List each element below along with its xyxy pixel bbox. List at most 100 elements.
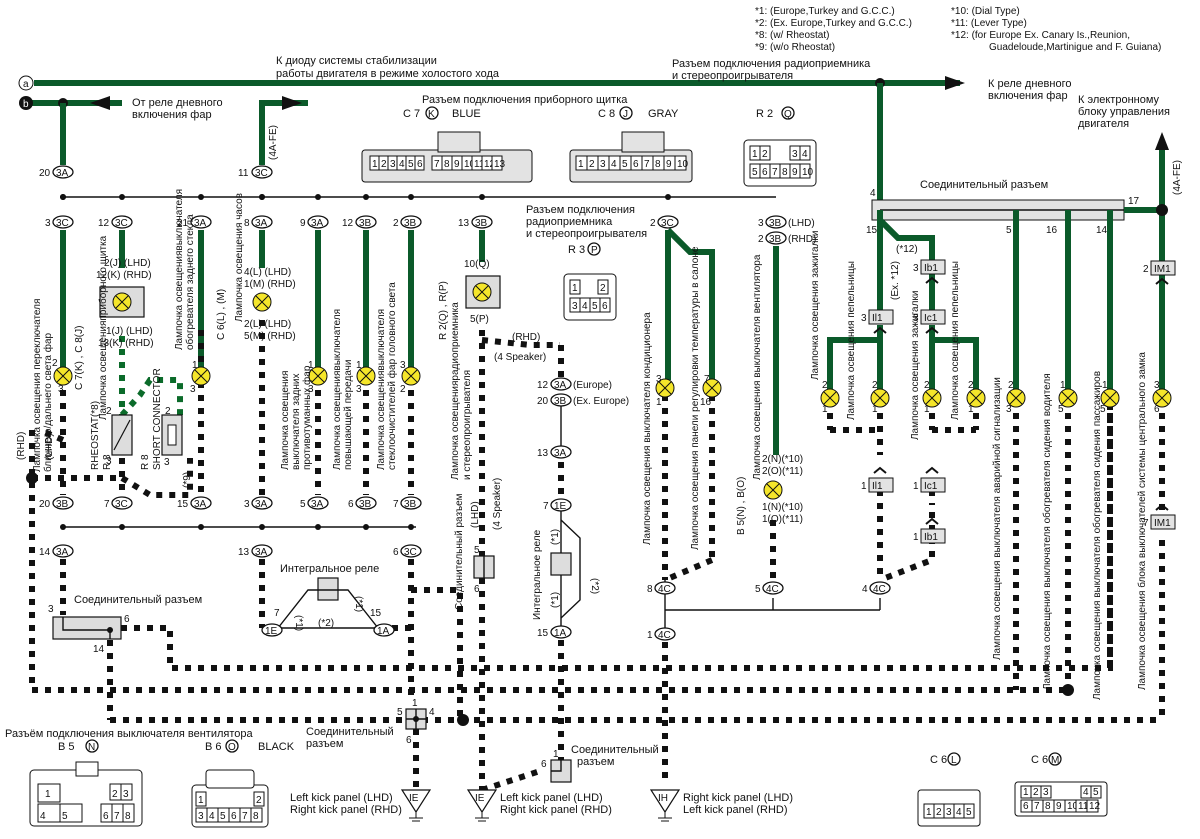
junction-pin: 20 bbox=[39, 499, 51, 510]
pin-number: 7 bbox=[114, 811, 120, 822]
inline-pin: 1 bbox=[913, 481, 919, 492]
junction-code: 3A bbox=[194, 218, 207, 229]
c6l-code: C 6 bbox=[930, 754, 947, 766]
junction-code: 3B bbox=[56, 499, 69, 510]
pin: 2 bbox=[106, 406, 112, 417]
pin-number: 1 bbox=[656, 397, 662, 408]
note-9: *9: (w/o Rheostat) bbox=[755, 42, 835, 53]
pin-cell bbox=[759, 145, 771, 161]
lamp-label: Лампочка освещения выключателя обогреват… bbox=[1041, 373, 1053, 690]
pin-number: 1 bbox=[356, 360, 362, 371]
lower-junction bbox=[355, 496, 377, 510]
junction-code: 3B bbox=[359, 499, 372, 510]
pin-cell bbox=[1086, 799, 1099, 813]
n12-label: (*12) bbox=[896, 244, 918, 255]
pin-number: 1 bbox=[578, 159, 584, 170]
splice-dot bbox=[457, 714, 469, 726]
lamp-label: Лампочка освещенияприборного щитка bbox=[97, 235, 109, 420]
pin-number: 3 bbox=[198, 811, 204, 822]
lower-junction bbox=[307, 496, 329, 510]
pin-number: 10(Q) bbox=[464, 259, 490, 270]
junction-pin: 7 bbox=[543, 501, 549, 512]
upper-junction bbox=[52, 215, 74, 229]
fe-label-right: (4A-FE) bbox=[1172, 160, 1183, 195]
arrow-up-icon bbox=[1155, 132, 1169, 150]
relay-code-left: 1E bbox=[265, 626, 278, 637]
integral-relay-label: Интегральное реле bbox=[280, 563, 379, 575]
pin: 16 bbox=[1046, 225, 1058, 236]
pin: 6 bbox=[474, 584, 480, 595]
inline-pin: 3 bbox=[913, 313, 919, 324]
upper-junction bbox=[355, 215, 377, 229]
junction-code: 3C bbox=[255, 168, 268, 179]
radio-label-1: Разъем подключения радиоприемника bbox=[672, 58, 871, 70]
pin: 1 bbox=[553, 749, 559, 760]
lamp-ref: R 2(Q) , R(P) bbox=[438, 281, 449, 340]
pin-number: 2 bbox=[968, 380, 974, 391]
pin: 5 bbox=[397, 707, 403, 718]
junction-pin: 3 bbox=[758, 218, 764, 229]
ecu-label-3: двигателя bbox=[1078, 118, 1129, 130]
inline-code: IM1 bbox=[1154, 264, 1171, 275]
pin-number: 3 bbox=[1006, 404, 1012, 415]
pin-number: 1 bbox=[192, 360, 198, 371]
pin-number: 5 bbox=[966, 807, 972, 818]
lamp-label: Лампочка освещения выключателя обогреват… bbox=[1091, 371, 1103, 700]
pin-cell bbox=[37, 783, 61, 803]
ground-code: IH bbox=[658, 793, 668, 804]
ground-location-1: Left kick panel (LHD) bbox=[290, 792, 393, 804]
b6-letter-circle bbox=[225, 739, 239, 753]
pin-number: 1 bbox=[572, 283, 578, 294]
joint-connector-center: 1 5 4 6 Соединительный разъем bbox=[306, 698, 435, 750]
ground-location-2: Left kick panel (RHD) bbox=[683, 804, 788, 816]
footnotes: *1: (Europe,Turkey and G.C.C.) *2: (Ex. … bbox=[755, 6, 1161, 53]
junction-code: 3B bbox=[769, 234, 782, 245]
b6-latch bbox=[205, 769, 255, 789]
junction-note: (RHD) bbox=[788, 234, 816, 245]
splice-dot bbox=[60, 194, 66, 200]
pin-cell bbox=[1090, 785, 1102, 799]
lamp-label: обогревателя заднего стекла bbox=[184, 214, 196, 350]
junction-code: 3C bbox=[115, 218, 128, 229]
pin-cell bbox=[122, 803, 135, 823]
c6m-letter: M bbox=[1051, 755, 1059, 766]
to-drl-label-1: К реле дневного bbox=[988, 78, 1071, 90]
inline-pin: 2 bbox=[1143, 264, 1149, 275]
junction-top-label: Соединительный разъем bbox=[920, 179, 1048, 191]
lamp-label: Лампочка освещения выключателя кондицион… bbox=[642, 312, 653, 545]
lamp-label: ближнего/дальнего света фар bbox=[42, 332, 54, 472]
junction-code: 3A bbox=[311, 499, 324, 510]
chevron-icon bbox=[873, 466, 887, 474]
pin: 4 bbox=[429, 707, 435, 718]
joint-connector-lower: 1 6 Соединительный разъем bbox=[541, 744, 659, 783]
fe-label: (4A-FE) bbox=[268, 125, 279, 160]
c7-color: BLUE bbox=[452, 108, 481, 120]
pin-number: 2 bbox=[872, 380, 878, 391]
splice-dot bbox=[315, 194, 321, 200]
from-drl-label-1: От реле дневного bbox=[132, 97, 223, 109]
ground-icon bbox=[466, 789, 498, 814]
pin-number: 2 bbox=[400, 384, 406, 395]
pin-number: 6 bbox=[103, 811, 109, 822]
upper-junction bbox=[765, 215, 787, 229]
junction-pin: 12 bbox=[537, 380, 549, 391]
inline-pin: 7 bbox=[1143, 518, 1149, 529]
terminal-b bbox=[19, 96, 33, 110]
lamp-ref: C 6(L) , (M) bbox=[216, 289, 227, 340]
junction-pin: 13 bbox=[458, 218, 470, 229]
pin-number: 3 bbox=[572, 301, 578, 312]
pin-number: 10 bbox=[802, 167, 814, 178]
splice-dot bbox=[1062, 684, 1074, 696]
junction-code: 3A bbox=[255, 547, 268, 558]
splice-dot bbox=[413, 716, 419, 722]
relay-note: (*1) bbox=[353, 596, 364, 612]
relay-note: (*2) bbox=[589, 578, 600, 594]
pin-number: 1 bbox=[308, 360, 314, 371]
joint-connector-left: Соединительный разъем 3 6 14 bbox=[48, 594, 202, 655]
pin-cell bbox=[120, 783, 133, 801]
pin-number: 10 bbox=[677, 159, 689, 170]
b5-letter-circle bbox=[85, 739, 99, 753]
pin-number: 5 bbox=[592, 301, 598, 312]
